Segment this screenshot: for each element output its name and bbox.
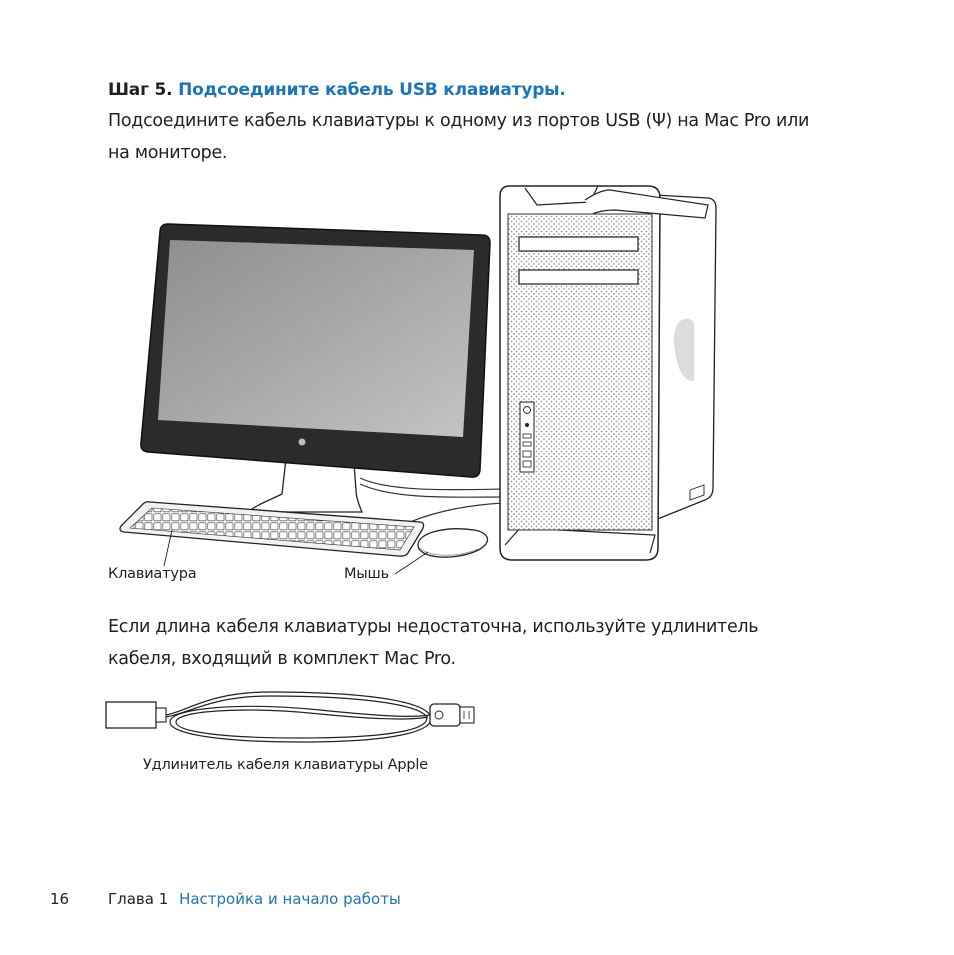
mouse-callout-line	[394, 551, 429, 575]
instruction-text-before: Подсоедините кабель клавиатуры к одному …	[108, 111, 653, 131]
extension-cable-illustration	[105, 691, 475, 743]
cable-socket-end	[105, 701, 157, 729]
cables	[359, 477, 504, 523]
cable-usb-plug	[429, 703, 461, 727]
monitor	[140, 223, 491, 478]
step-number: Шаг 5.	[108, 80, 173, 100]
chapter-number: Глава 1	[108, 890, 169, 908]
chapter-label: Глава 1 Настройка и начало работы	[108, 890, 401, 908]
mac-pro-setup-illustration	[119, 185, 717, 575]
keyboard-callout-line	[163, 529, 173, 567]
mouse-label: Мышь	[344, 566, 389, 582]
cable-coil	[165, 691, 457, 743]
usb-icon: Ψ	[652, 111, 666, 131]
keyboard	[119, 501, 425, 557]
step-heading: Шаг 5. Подсоедините кабель USB клавиатур…	[108, 80, 566, 100]
mac-pro-tower	[499, 185, 717, 561]
keyboard-label: Клавиатура	[108, 566, 197, 582]
instruction-text-after: ) на Mac Pro или на мониторе.	[108, 111, 810, 163]
apple-logo-icon	[298, 438, 306, 446]
mouse	[417, 528, 489, 558]
chapter-title: Настройка и начало работы	[179, 890, 401, 908]
step-title: Подсоедините кабель USB клавиатуры.	[178, 80, 566, 100]
extension-cable-caption: Удлинитель кабеля клавиатуры Apple	[143, 757, 428, 773]
power-button-icon	[523, 406, 531, 414]
page-number: 16	[50, 890, 70, 908]
extension-paragraph: Если длина кабеля клавиатуры недостаточн…	[108, 617, 759, 669]
apple-logo-side-icon	[673, 318, 694, 381]
instruction-paragraph: Подсоедините кабель клавиатуры к одному …	[108, 105, 828, 169]
